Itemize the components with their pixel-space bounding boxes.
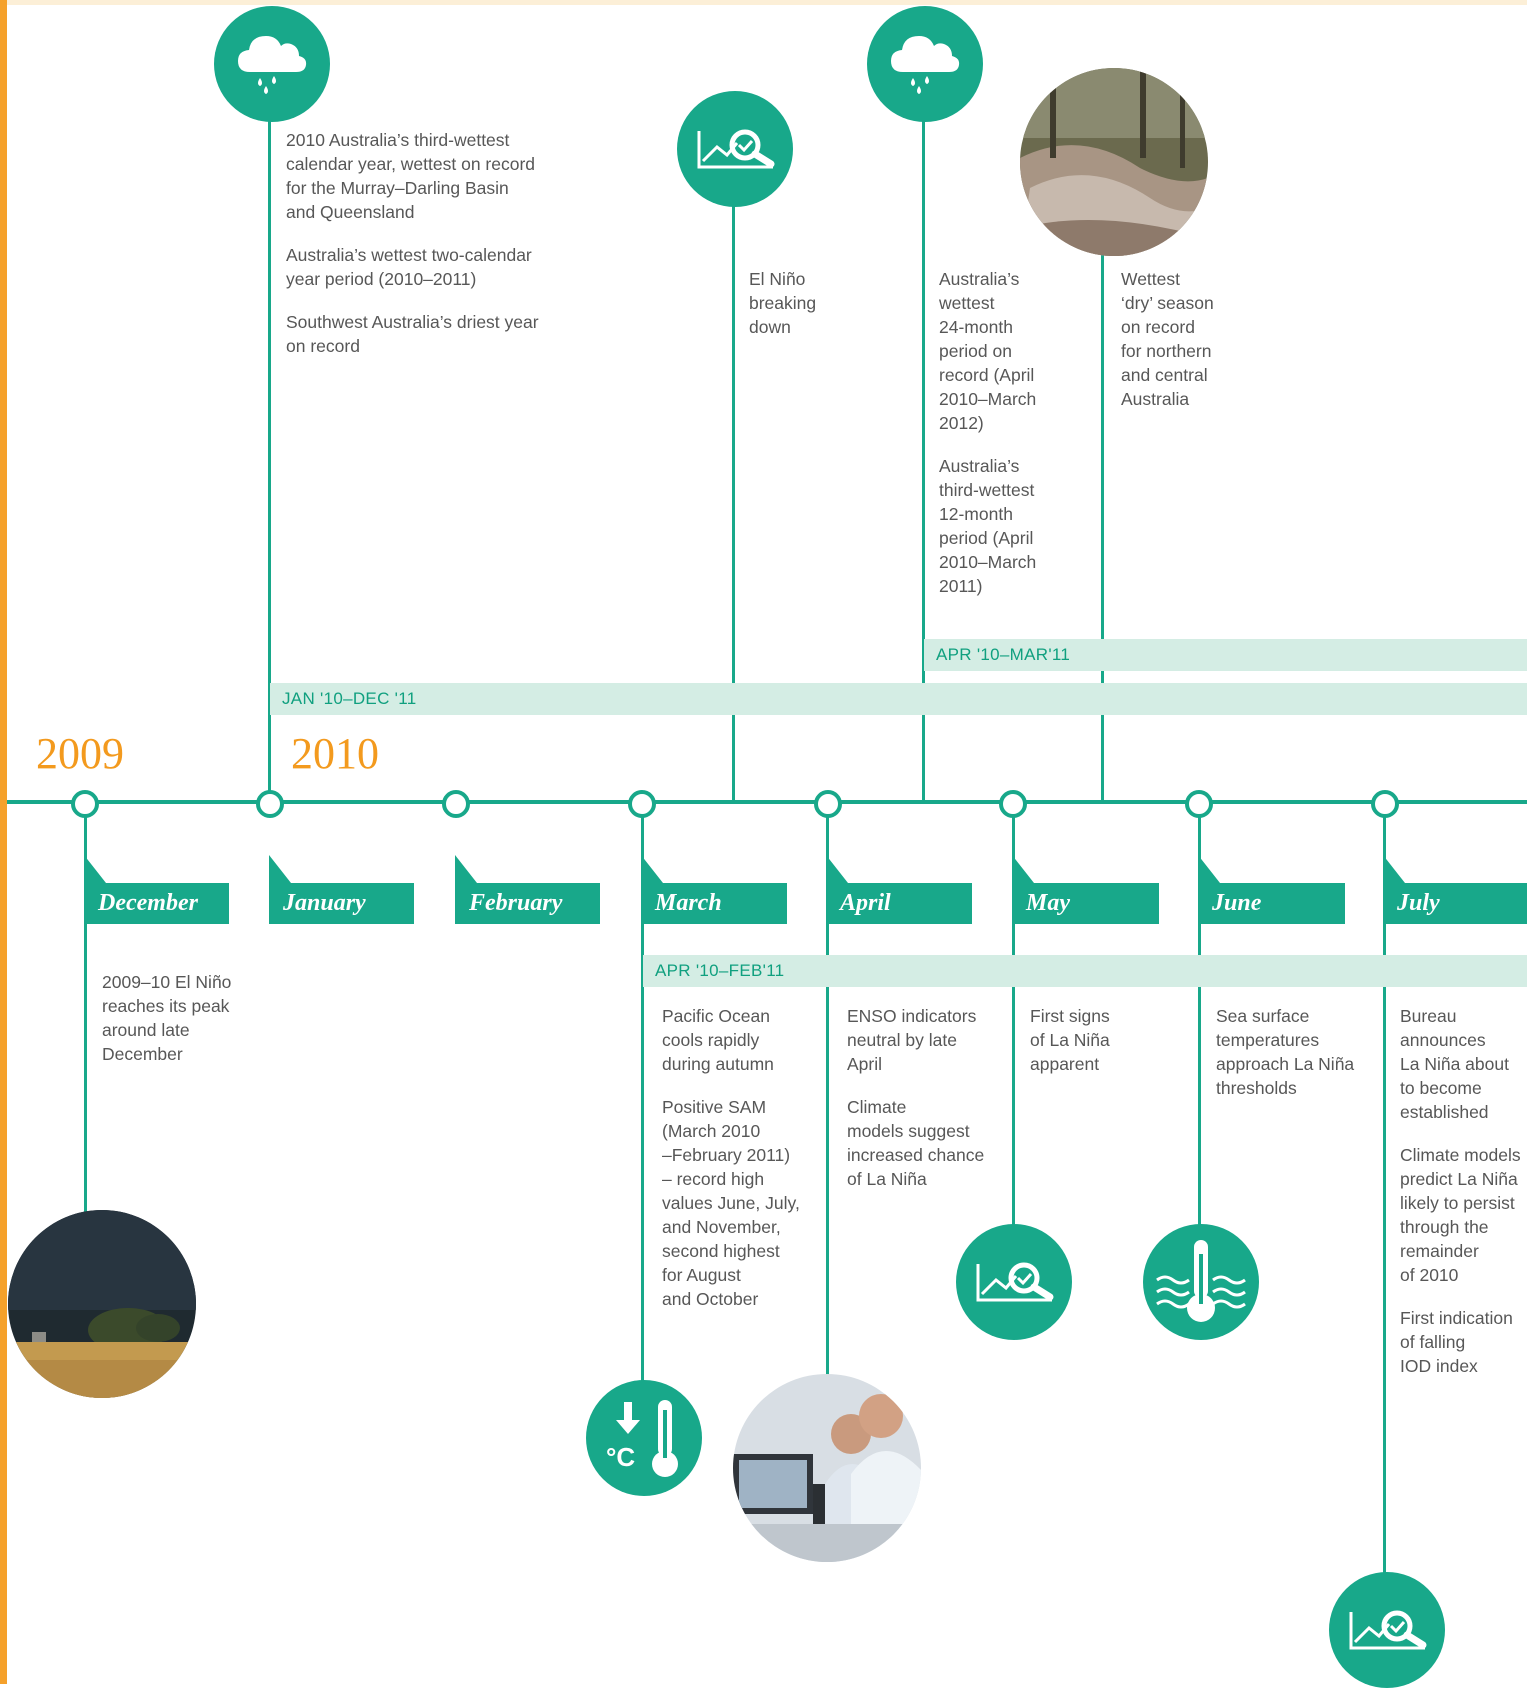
month-tab-april [826,855,848,883]
thermometer-down-icon: °C [586,1380,702,1496]
event-line: Australia’s wettest 24-month period on r… [939,269,1037,433]
top-band [0,0,1527,5]
connector-may-down [1012,810,1015,1228]
event-line: 2009–10 El Niño reaches its peak around … [102,972,232,1064]
month-tab-december [84,855,106,883]
event-text-elnino-breaking: El Niño breaking down [749,267,859,358]
event-line: ENSO indicators neutral by late April [847,1006,977,1074]
event-text-july: Bureau announces La Niña about to become… [1400,1004,1527,1397]
connector-elnino-up [732,200,735,802]
event-text-june: Sea surface temperatures approach La Niñ… [1216,1004,1376,1119]
month-label-february: February [455,883,600,924]
timeline-node-march [628,790,656,818]
event-text-december: 2009–10 El Niño reaches its peak around … [102,970,252,1085]
chart-magnifier-icon [956,1224,1072,1340]
event-text-april: ENSO indicators neutral by late April Cl… [847,1004,1007,1210]
timeline-node-january [256,790,284,818]
month-label-march: March [641,883,787,924]
event-line: Positive SAM (March 2010 –February 2011)… [662,1097,800,1309]
chart-magnifier-icon [677,91,793,207]
office-workers-photo [733,1374,921,1562]
month-label-may: May [1012,883,1159,924]
period-band-jan10-dec11: JAN '10–DEC '11 [270,683,1527,715]
connector-mar-down [641,810,644,1388]
month-tab-june [1198,855,1220,883]
event-line: Climate models suggest increased chance … [847,1097,985,1189]
year-label-2010: 2010 [291,729,379,778]
event-text-wettest-dry-season: Wettest ‘dry’ season on record for north… [1121,267,1261,430]
event-line: Southwest Australia’s driest year on rec… [286,312,539,356]
month-label-december: December [84,883,229,924]
event-line: El Niño breaking down [749,269,817,337]
month-tab-january [269,855,291,883]
month-label-january: January [269,883,414,924]
month-label-april: April [826,883,972,924]
connector-dec-down [84,810,87,1212]
timeline-node-july [1371,790,1399,818]
event-text-wettest-24-month: Australia’s wettest 24-month period on r… [939,267,1079,617]
month-label-july: July [1383,883,1527,924]
rain-cloud-icon [214,6,330,122]
timeline-axis [7,800,1527,804]
timeline-node-december [71,790,99,818]
event-line: Australia’s wettest two-calendar year pe… [286,245,532,289]
svg-text:°C: °C [606,1442,635,1472]
timeline-node-april [814,790,842,818]
event-line: Climate models predict La Niña likely to… [1400,1145,1521,1285]
event-line: First indication of falling IOD index [1400,1308,1513,1376]
connector-wettest24-up [922,108,925,802]
month-tab-february [455,855,477,883]
period-band-apr10-mar11: APR '10–MAR'11 [924,639,1527,671]
event-line: First signs of La Niña apparent [1030,1006,1110,1074]
year-label-2009: 2009 [36,729,124,778]
left-accent-bar [0,0,7,1684]
event-line: Bureau announces La Niña about to become… [1400,1006,1509,1122]
month-tab-may [1012,855,1034,883]
timeline-node-june [1185,790,1213,818]
sea-thermometer-icon [1143,1224,1259,1340]
connector-jul-down [1383,810,1386,1580]
month-label-june: June [1198,883,1345,924]
event-line: Sea surface temperatures approach La Niñ… [1216,1006,1355,1098]
connector-jun-down [1198,810,1201,1228]
event-line: Pacific Ocean cools rapidly during autum… [662,1006,774,1074]
event-line: Wettest ‘dry’ season on record for north… [1121,269,1214,409]
month-tab-july [1383,855,1405,883]
event-line: 2010 Australia’s third-wettest calendar … [286,130,536,222]
period-band-apr10-feb11: APR '10–FEB'11 [643,955,1527,987]
timeline-node-february [442,790,470,818]
event-text-march: Pacific Ocean cools rapidly during autum… [662,1004,822,1330]
connector-dryseason-up [1101,248,1104,802]
timeline-node-may [999,790,1027,818]
month-tab-march [641,855,663,883]
flood-photo [1020,68,1208,256]
chart-magnifier-icon [1329,1572,1445,1688]
connector-jan-up [268,108,271,802]
event-line: Australia’s third-wettest 12-month perio… [939,456,1037,596]
rain-cloud-icon [867,6,983,122]
event-text-2010-wet: 2010 Australia’s third-wettest calendar … [286,128,576,377]
storm-field-photo [8,1210,196,1398]
connector-apr-down [826,810,829,1378]
event-text-may: First signs of La Niña apparent [1030,1004,1170,1095]
